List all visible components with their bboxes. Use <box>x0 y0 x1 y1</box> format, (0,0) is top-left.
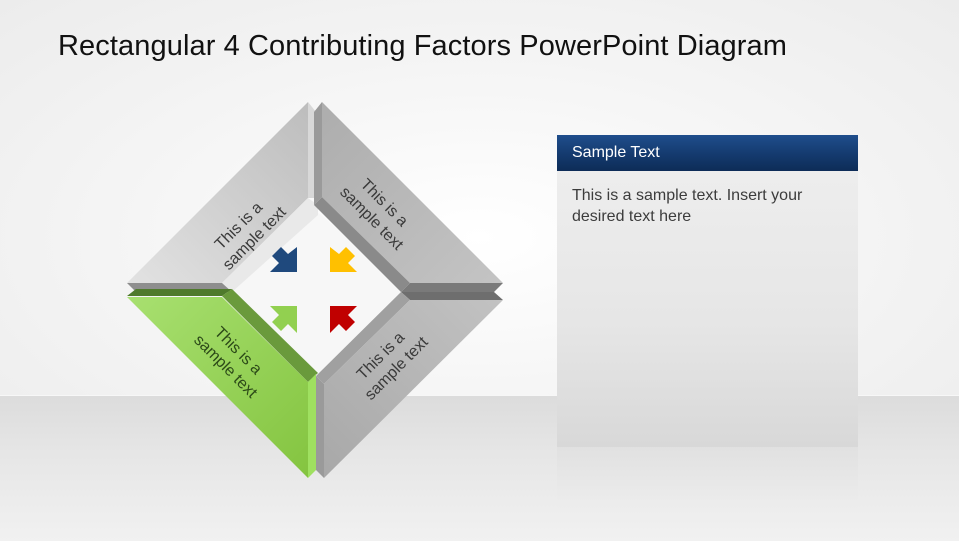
arrow-green-icon <box>270 306 297 333</box>
segment-bottom-left[interactable]: This is a sample text <box>127 289 318 478</box>
arrow-yellow-icon <box>330 247 357 272</box>
segment-top-right[interactable]: This is a sample text <box>314 102 503 292</box>
panel-header-text: Sample Text <box>572 144 660 161</box>
text-panel: Sample Text This is a sample text. Inser… <box>557 135 858 447</box>
panel-reflection <box>557 447 858 540</box>
segment-bottom-right[interactable]: This is a sample text <box>316 292 503 478</box>
arrow-blue-icon <box>270 247 297 272</box>
arrow-red-icon <box>330 306 357 333</box>
panel-header: Sample Text <box>557 135 858 171</box>
slide-title: Rectangular 4 Contributing Factors Power… <box>58 30 788 62</box>
panel-body-text: This is a sample text. Insert your desir… <box>572 187 803 225</box>
